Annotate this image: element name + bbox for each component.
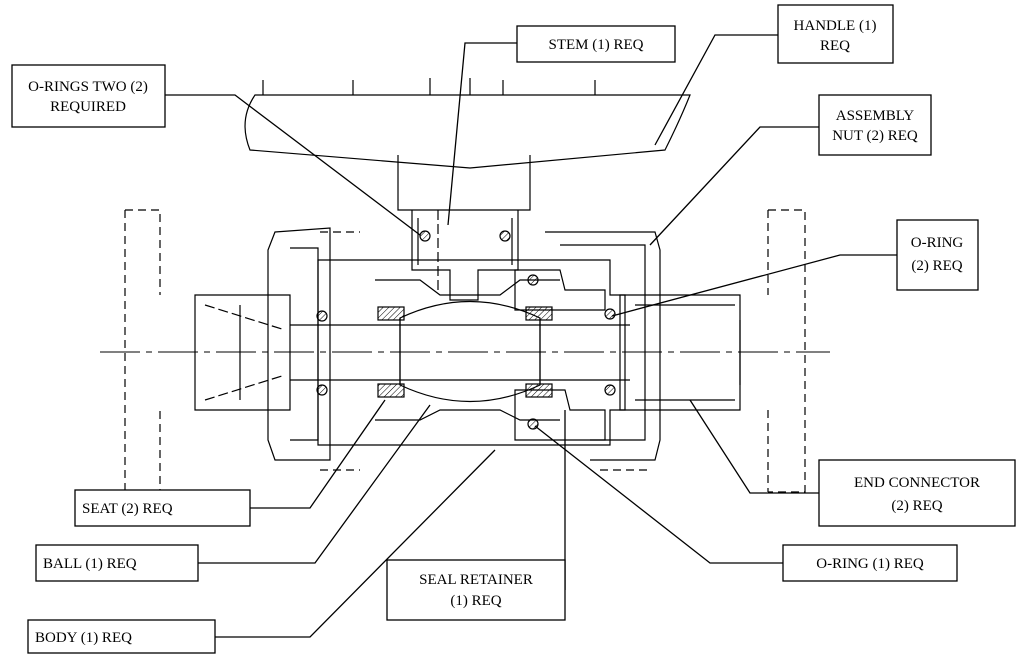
label-o-rings-two-text-2: REQUIRED	[50, 99, 126, 115]
label-stem: STEM (1) REQ	[516, 25, 676, 63]
label-handle: HANDLE (1) REQ	[777, 4, 894, 64]
right-flange-outline	[767, 209, 806, 493]
right-end-connector	[619, 294, 741, 411]
seats	[377, 306, 553, 398]
leader-ball	[198, 404, 431, 564]
label-end-connector-text-1: END CONNECTOR	[854, 475, 980, 491]
label-ball: BALL (1) REQ	[35, 544, 199, 582]
label-seal-retainer-text-1: SEAL RETAINER	[419, 572, 533, 588]
leader-lines	[165, 34, 897, 638]
label-handle-text-2: REQ	[820, 38, 850, 54]
leader-end-connector	[689, 399, 819, 494]
leader-seat	[250, 399, 386, 509]
valve-drawing	[100, 78, 830, 493]
leader-assembly-nut	[649, 126, 819, 246]
label-o-rings-two: O-RINGS TWO (2) REQUIRED	[11, 64, 166, 128]
seal-retainer-shape	[514, 389, 606, 441]
left-end-connector	[194, 294, 291, 411]
leader-o-ring-right	[611, 254, 897, 317]
label-end-connector: END CONNECTOR (2) REQ	[818, 459, 1016, 527]
leader-handle	[654, 34, 778, 146]
label-o-ring-right: O-RING (2) REQ	[896, 219, 979, 291]
label-o-ring-bottom-text: O-RING (1) REQ	[816, 556, 924, 572]
label-assembly-nut-text-1: ASSEMBLY	[836, 108, 915, 124]
left-assembly-nut	[267, 227, 331, 461]
right-assembly-nut	[545, 231, 661, 461]
label-end-connector-text-2: (2) REQ	[891, 498, 942, 514]
label-body: BODY (1) REQ	[27, 619, 216, 654]
label-seal-retainer-text-2: (1) REQ	[450, 593, 501, 609]
leader-stem	[447, 42, 517, 226]
leader-o-ring-bottom	[534, 425, 783, 564]
ball-shape	[399, 300, 541, 403]
label-body-text: BODY (1) REQ	[35, 630, 132, 646]
handle-shape	[244, 94, 691, 169]
label-seal-retainer: SEAL RETAINER (1) REQ	[386, 559, 566, 621]
label-o-ring-right-text-1: O-RING	[911, 235, 964, 251]
label-seat-text: SEAT (2) REQ	[82, 501, 173, 517]
label-assembly-nut: ASSEMBLY NUT (2) REQ	[818, 94, 932, 156]
o-rings	[316, 230, 616, 430]
body-shape	[317, 259, 626, 446]
label-o-ring-bottom: O-RING (1) REQ	[782, 544, 958, 582]
label-stem-text: STEM (1) REQ	[549, 37, 644, 53]
left-flange-outline	[124, 209, 161, 493]
leader-body	[215, 449, 496, 638]
label-assembly-nut-text-2: NUT (2) REQ	[832, 128, 918, 144]
stem-shape	[411, 210, 519, 301]
leader-o-rings-two	[165, 94, 421, 236]
label-seat: SEAT (2) REQ	[74, 489, 251, 527]
label-o-ring-right-text-2: (2) REQ	[911, 258, 962, 274]
label-ball-text: BALL (1) REQ	[43, 556, 137, 572]
label-o-rings-two-text-1: O-RINGS TWO (2)	[28, 79, 148, 95]
label-handle-text-1: HANDLE (1)	[794, 18, 877, 34]
